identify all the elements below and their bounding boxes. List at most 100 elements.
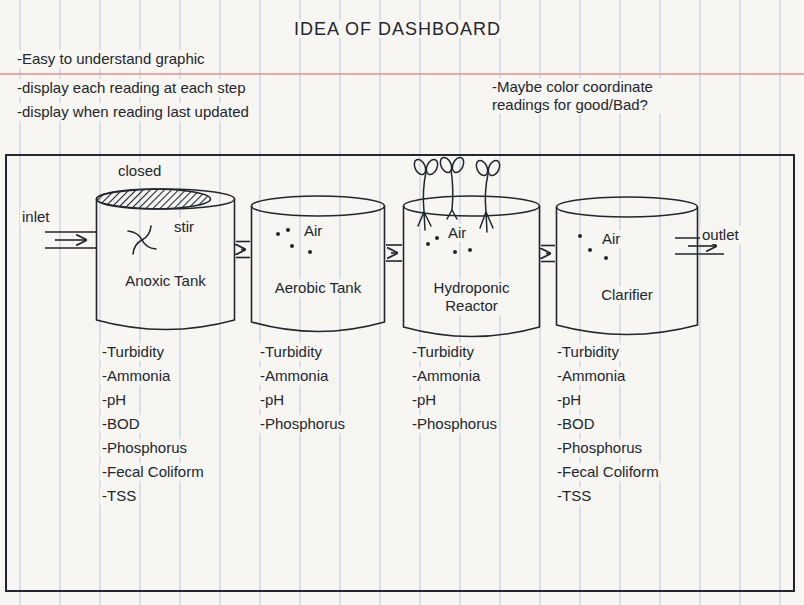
flow-arrow <box>241 249 245 251</box>
plant-leaf <box>486 159 502 178</box>
stir-symbol <box>128 226 156 254</box>
title: IDEA OF DASHBOARD <box>292 20 503 38</box>
bubble <box>308 250 312 254</box>
plant-roots <box>418 212 431 230</box>
reading-name: -pH <box>100 391 128 409</box>
bubble <box>435 236 439 240</box>
bubble <box>604 256 608 260</box>
reading-name: -Fecal Coliform <box>555 463 661 481</box>
bubble <box>453 250 457 254</box>
reading-name: -Phosphorus <box>410 415 499 433</box>
plant-roots <box>447 210 457 219</box>
annotation: Air <box>302 222 324 240</box>
note: -display each reading at each step <box>15 79 247 97</box>
tank-rim <box>252 196 385 216</box>
plants <box>412 156 502 232</box>
tank-body <box>252 206 385 332</box>
dashboard-frame <box>6 155 794 591</box>
tank: Clarifier <box>555 196 699 338</box>
flow-arrow <box>688 245 716 247</box>
air-bubbles <box>276 228 608 260</box>
tank-name: Aerobic Tank <box>273 279 363 297</box>
flow-arrow <box>391 252 397 254</box>
bubble <box>286 228 290 232</box>
tank-body <box>97 199 235 330</box>
annotation: Air <box>446 224 468 242</box>
annotation: stir <box>172 218 196 236</box>
plant-stem <box>423 172 426 212</box>
tank-name: Anoxic Tank <box>123 272 208 290</box>
bubble <box>290 244 294 248</box>
reading-name: -Phosphorus <box>258 415 347 433</box>
tank-rim <box>404 196 540 216</box>
reading-name: -Ammonia <box>555 367 627 385</box>
tank-rim <box>97 189 235 209</box>
reading-name: -BOD <box>555 415 597 433</box>
flow-arrow <box>55 239 86 241</box>
pipe-wall <box>236 257 250 259</box>
annotation: outlet <box>700 226 741 244</box>
reading-name: -BOD <box>100 415 142 433</box>
tank-body <box>404 206 540 337</box>
inlet-pipe <box>45 232 96 248</box>
bubble <box>276 232 280 236</box>
plant-leaf <box>424 158 440 177</box>
tank-name: Hydroponic Reactor <box>426 279 518 315</box>
reading-name: -pH <box>555 391 583 409</box>
pipe-connector <box>386 245 402 261</box>
reading-name: -Turbidity <box>100 343 166 361</box>
note: -Easy to understand graphic <box>15 50 207 68</box>
reading-name: -TSS <box>555 487 593 505</box>
reading-name: -Phosphorus <box>100 439 189 457</box>
pipe-wall <box>541 261 555 263</box>
bubble <box>426 242 430 246</box>
pipe-wall <box>541 245 555 247</box>
plant-leaf <box>474 159 490 178</box>
pipe-wall <box>45 231 96 233</box>
reading-name: -Ammonia <box>410 367 482 385</box>
pipe-wall <box>236 241 250 243</box>
tank-name: Clarifier <box>599 286 655 304</box>
tank-text: Anoxic Tank <box>95 272 236 290</box>
tank-text: Hydroponic Reactor <box>402 279 541 315</box>
tank: Aerobic Tank <box>250 195 386 335</box>
tank-outline <box>402 195 541 340</box>
tank: Hydroponic Reactor <box>402 195 541 340</box>
pipe-wall <box>45 247 96 249</box>
pipe-connector <box>236 242 250 258</box>
pipe-wall <box>386 244 402 246</box>
plant-stem <box>451 170 453 210</box>
annotation: Air <box>600 230 622 248</box>
tank-body <box>557 207 698 335</box>
reading-name: -pH <box>258 391 286 409</box>
tank-text: Clarifier <box>555 286 699 304</box>
reading-name: -Ammonia <box>100 367 172 385</box>
pipe-wall <box>675 253 724 255</box>
reading-name: -TSS <box>100 487 138 505</box>
tank-outline <box>555 196 699 338</box>
reading-name: -Phosphorus <box>555 439 644 457</box>
annotation: inlet <box>20 208 52 226</box>
stir-arm <box>133 240 142 254</box>
plant-leaf <box>450 156 466 175</box>
bubble <box>578 234 582 238</box>
margin-line <box>0 73 804 75</box>
plant-leaf <box>412 158 428 177</box>
plant-leaf <box>438 156 454 175</box>
reading-name: -Turbidity <box>410 343 476 361</box>
pipe-wall <box>386 260 402 262</box>
stir-arm <box>128 231 142 240</box>
bubble <box>588 248 592 252</box>
pipe-connector <box>541 246 555 262</box>
plant-stem <box>485 174 488 212</box>
note: -display when reading last updated <box>15 103 251 121</box>
reading-name: -Ammonia <box>258 367 330 385</box>
reading-name: -Turbidity <box>258 343 324 361</box>
tank-rim <box>557 197 698 217</box>
stir-arm <box>142 226 151 240</box>
stir-arm <box>142 240 156 249</box>
annotation: closed <box>116 162 163 180</box>
tank-outline <box>95 188 236 333</box>
